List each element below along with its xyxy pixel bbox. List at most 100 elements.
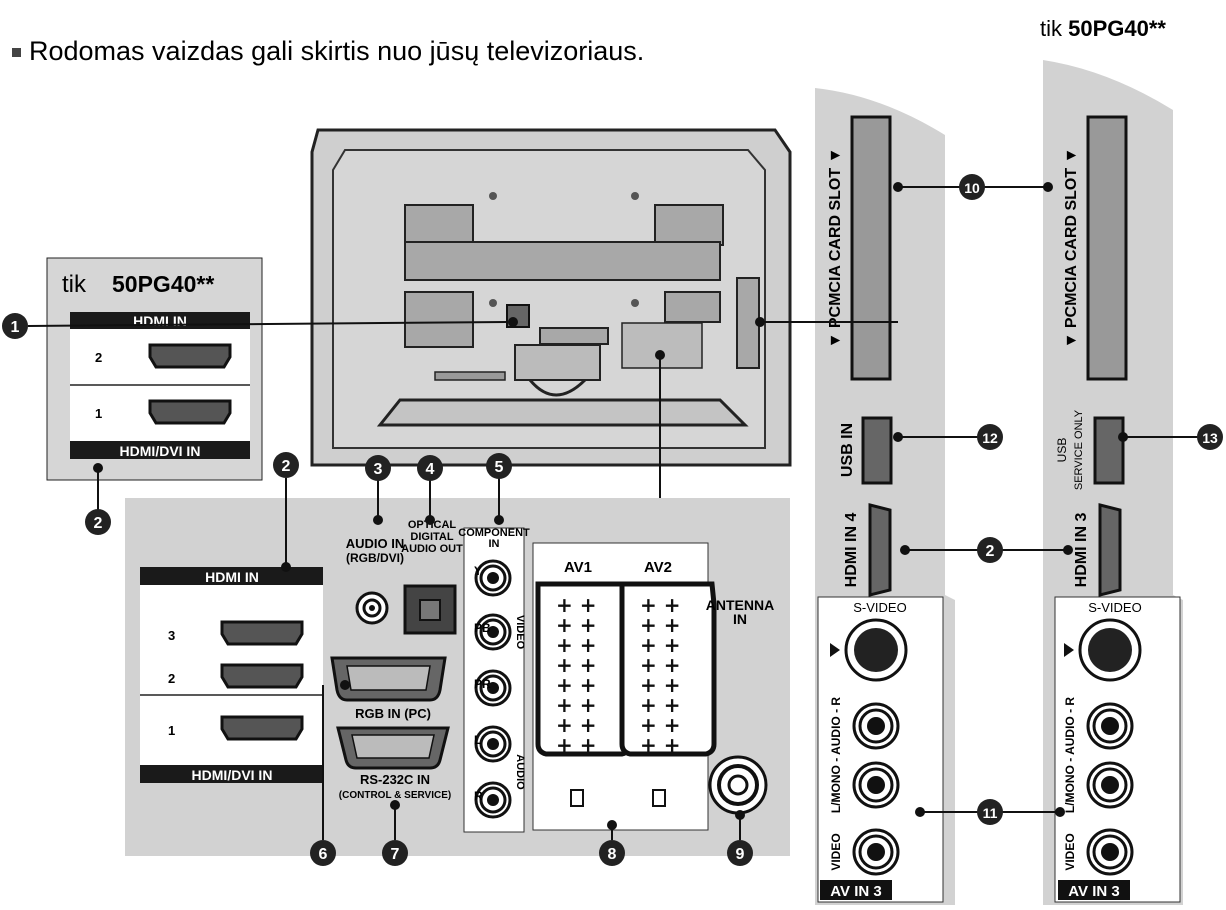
- antenna-label: ANTENNA: [706, 597, 774, 613]
- callout-marker: 5: [486, 453, 512, 479]
- top-note: Rodomas vaizdas gali skirtis nuo jūsų te…: [12, 36, 644, 67]
- arrow-right-icon: [830, 643, 840, 657]
- hdmi-port-icon: [1098, 503, 1122, 597]
- component-y-label: Y: [474, 564, 482, 578]
- svg-text:+ +: + +: [640, 593, 680, 617]
- callout-marker: 9: [727, 840, 753, 866]
- callout-marker: 11: [977, 799, 1003, 825]
- callout-marker: 7: [382, 840, 408, 866]
- optical-sublabel-2: AUDIO OUT: [401, 543, 463, 555]
- video-jack-icon: [1086, 828, 1134, 876]
- hdmi-in-header: HDMI IN: [205, 569, 259, 585]
- inset-hdmi-footer: HDMI/DVI IN: [120, 443, 201, 459]
- tv-back-illustration: [310, 128, 792, 467]
- hdmi4-label: HDMI IN 4: [843, 513, 860, 588]
- optical-sublabel: DIGITAL: [410, 531, 453, 543]
- hdmi-port-1-label: 1: [168, 723, 175, 738]
- component-sublabel: IN: [489, 538, 500, 550]
- hdmi-port-2-label: 2: [168, 671, 175, 686]
- svg-text:+ +: + +: [640, 633, 680, 657]
- usb-service-label: SERVICE ONLY: [1073, 409, 1085, 490]
- arrow-right-icon: [1064, 643, 1074, 657]
- audio-in-label: AUDIO IN: [346, 536, 405, 551]
- leader-dots: [93, 182, 1128, 830]
- inset-model: 50PG40**: [112, 271, 214, 297]
- usb-label: USB: [1055, 438, 1069, 463]
- rgb-in-label: RGB IN (PC): [355, 706, 431, 721]
- video-label: VIDEO: [829, 833, 843, 870]
- pcmcia-slot-icon: [850, 115, 892, 381]
- svideo-label: S-VIDEO: [853, 600, 906, 615]
- svg-text:11: 11: [983, 805, 998, 821]
- model-note-topright: tik 50PG40**: [1040, 16, 1166, 41]
- component-video-label: VIDEO: [514, 615, 526, 650]
- svg-text:+ +: + +: [556, 593, 596, 617]
- svg-text:+ +: + +: [640, 653, 680, 677]
- audio-in-sublabel: (RGB/DVI): [346, 551, 404, 565]
- callout-marker: 13: [1197, 424, 1223, 450]
- hdmi-port-icon: [220, 663, 304, 689]
- callout-marker: 2: [977, 537, 1003, 563]
- audio-l-jack-icon: [1086, 761, 1134, 809]
- hdmi-port-icon: [868, 503, 892, 597]
- callout-marker: 4: [417, 455, 443, 481]
- bullet-square-icon: [12, 48, 21, 58]
- svg-text:+ +: + +: [640, 693, 680, 717]
- usb-label: USB IN: [839, 423, 856, 477]
- hdmi-port-icon: [148, 343, 232, 369]
- hdmi-dvi-footer: HDMI/DVI IN: [192, 767, 273, 783]
- usb-port-icon: [1093, 416, 1125, 485]
- hdmi-port-icon: [220, 620, 304, 646]
- audio-lmono-label: L/MONO - AUDIO - R: [1063, 697, 1077, 814]
- audio-l-jack-icon: [852, 761, 900, 809]
- inset-model-prefix: tik: [62, 271, 87, 298]
- pcmcia-label: ▼ PCMCIA CARD SLOT ▼: [1063, 148, 1080, 349]
- callout-marker: 10: [959, 174, 985, 200]
- svg-text:7: 7: [391, 846, 400, 863]
- component-pr-label: PR: [474, 677, 491, 691]
- svg-text:+ +: + +: [640, 613, 680, 637]
- svg-text:+ +: + +: [556, 653, 596, 677]
- svg-text:2: 2: [94, 515, 103, 532]
- svg-text:+ +: + +: [556, 633, 596, 657]
- svg-text:+ +: + +: [640, 673, 680, 697]
- pcmcia-label: ▼ PCMCIA CARD SLOT ▼: [827, 148, 844, 349]
- inset-hdmi-panel: tik 50PG40** HDMI IN 2 1 HDMI/DVI IN: [46, 257, 263, 481]
- component-audio-label: AUDIO: [514, 754, 526, 790]
- antenna-sublabel: IN: [733, 611, 747, 627]
- svg-text:10: 10: [964, 180, 980, 196]
- hdmi-port-3-label: 3: [168, 628, 175, 643]
- ground-icon: [570, 789, 584, 807]
- svg-text:2: 2: [986, 543, 995, 560]
- side-panel-1: ▼ PCMCIA CARD SLOT ▼ USB IN HDMI IN 4 S-…: [815, 88, 955, 905]
- callout-marker: 6: [310, 840, 336, 866]
- svg-text:9: 9: [736, 846, 745, 863]
- inset-port2-label: 2: [95, 350, 102, 365]
- pcmcia-slot-icon: [1086, 115, 1128, 381]
- svg-text:8: 8: [608, 846, 617, 863]
- av2-label: AV2: [644, 559, 672, 576]
- callout-marker: 8: [599, 840, 625, 866]
- callout-marker: 2: [85, 509, 111, 535]
- callout-markers: 1 2 2 3 4 5 6 7 8 9 10 11 12 13 2: [2, 174, 1223, 866]
- svg-text:6: 6: [319, 846, 328, 863]
- audio-r-jack-icon: [1086, 702, 1134, 750]
- ground-icon: [652, 789, 666, 807]
- main-connector-panel: HDMI IN 3 2 1 HDMI/DVI IN AUDIO IN (RGB/…: [125, 498, 790, 856]
- callout-marker: 12: [977, 424, 1003, 450]
- hdmi-port-icon: [148, 399, 232, 425]
- top-note-text: Rodomas vaizdas gali skirtis nuo jūsų te…: [29, 36, 645, 66]
- svg-text:12: 12: [982, 430, 998, 446]
- callout-marker: 2: [273, 452, 299, 478]
- video-label: VIDEO: [1063, 833, 1077, 870]
- component-label: COMPONENT: [458, 527, 530, 539]
- inset-hdmi-header: HDMI IN: [133, 313, 187, 329]
- svideo-label: S-VIDEO: [1088, 600, 1141, 615]
- svg-text:13: 13: [1202, 430, 1218, 446]
- video-jack-icon: [852, 828, 900, 876]
- usb-port-icon: [861, 416, 893, 485]
- audio-r-jack-icon: [852, 702, 900, 750]
- svg-text:+ +: + +: [556, 613, 596, 637]
- svg-text:+ +: + +: [640, 713, 680, 737]
